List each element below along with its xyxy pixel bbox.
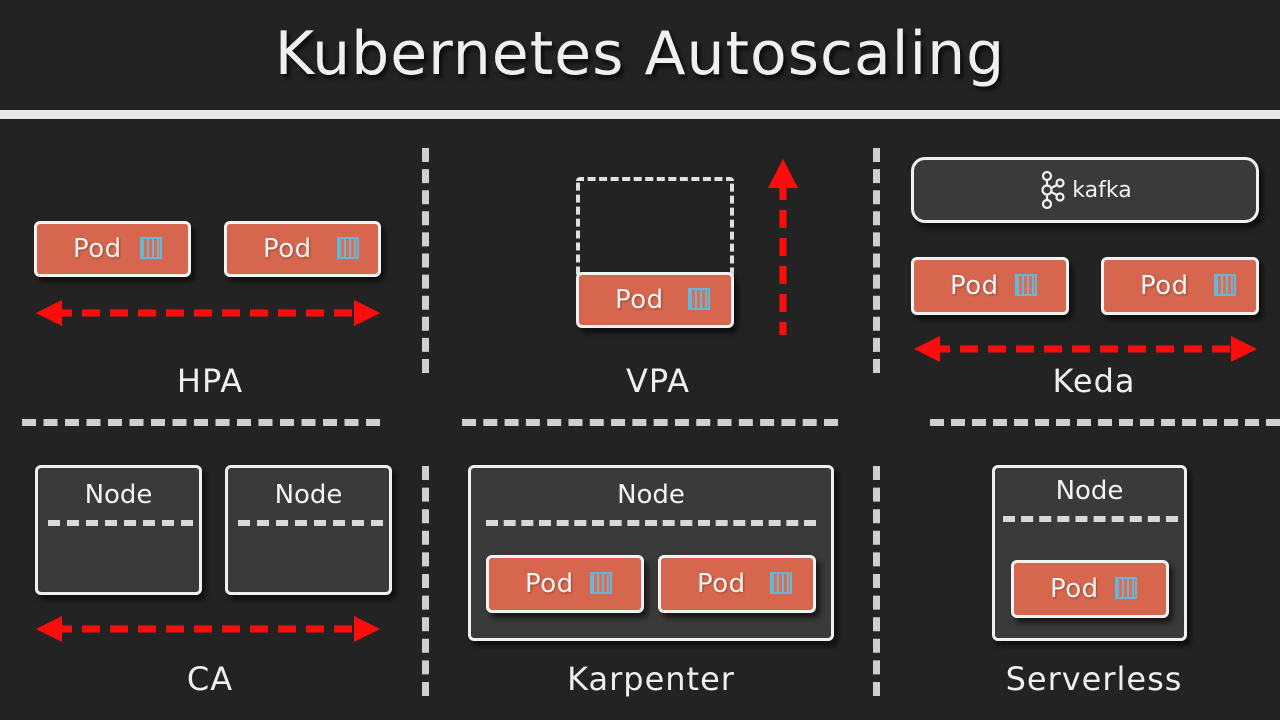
kafka-label: kafka [1072, 177, 1132, 203]
grid-divider-h-right [930, 419, 1280, 426]
kafka-icon [1041, 170, 1065, 210]
container-icon [337, 237, 359, 259]
pod-label: Pod [73, 234, 122, 264]
vpa-scale-arrow-icon [768, 159, 798, 335]
pod-label: Pod [263, 234, 312, 264]
grid-divider-v2-bottom [873, 466, 880, 696]
node-label: Node [617, 480, 685, 510]
container-icon [770, 572, 792, 594]
section-label-keda: Keda [1052, 362, 1136, 400]
kafka-event-source: kafka [911, 157, 1259, 223]
pod-label: Pod [1140, 271, 1189, 301]
hpa-pod-2: Pod [224, 221, 381, 277]
pod-label: Pod [697, 569, 746, 599]
pod-label: Pod [1050, 574, 1099, 604]
ca-scale-arrow-icon [36, 616, 380, 642]
node-divider [486, 520, 816, 526]
karpenter-pod-2: Pod [658, 555, 816, 613]
grid-divider-v1-top [422, 148, 429, 373]
container-icon [1015, 274, 1037, 296]
section-label-vpa: VPA [625, 362, 691, 400]
page-title: Kubernetes Autoscaling [274, 19, 1006, 89]
section-label-serverless: Serverless [1005, 660, 1183, 698]
keda-pod-1: Pod [911, 257, 1069, 315]
container-icon [1214, 274, 1236, 296]
node-label: Node [84, 480, 153, 510]
grid-divider-v2-top [873, 148, 880, 373]
pod-label: Pod [525, 569, 574, 599]
grid-divider-h-middle [462, 419, 838, 426]
pod-label: Pod [950, 271, 999, 301]
container-icon [1115, 577, 1137, 599]
container-icon [140, 237, 162, 259]
hpa-pod-1: Pod [34, 221, 191, 277]
keda-scale-arrow-icon [914, 336, 1257, 362]
node-divider [238, 520, 383, 526]
node-divider [1003, 516, 1178, 522]
section-label-karpenter: Karpenter [567, 660, 735, 698]
title-divider [0, 110, 1280, 119]
ca-node-1: Node [35, 465, 202, 595]
ca-node-2: Node [225, 465, 392, 595]
hpa-scale-arrow-icon [36, 300, 380, 326]
container-icon [688, 288, 710, 310]
pod-label: Pod [615, 285, 664, 315]
serverless-pod: Pod [1011, 560, 1169, 618]
vpa-expanded-outline [576, 177, 734, 327]
vpa-pod: Pod [576, 272, 734, 328]
node-label: Node [274, 480, 343, 510]
karpenter-node: Node [468, 465, 834, 641]
section-label-ca: CA [186, 660, 234, 698]
node-label: Node [1055, 476, 1124, 506]
grid-divider-h-left [22, 419, 380, 426]
grid-divider-v1-bottom [422, 466, 429, 696]
keda-pod-2: Pod [1101, 257, 1259, 315]
node-divider [48, 520, 193, 526]
section-label-hpa: HPA [176, 362, 244, 400]
container-icon [590, 572, 612, 594]
karpenter-pod-1: Pod [486, 555, 644, 613]
